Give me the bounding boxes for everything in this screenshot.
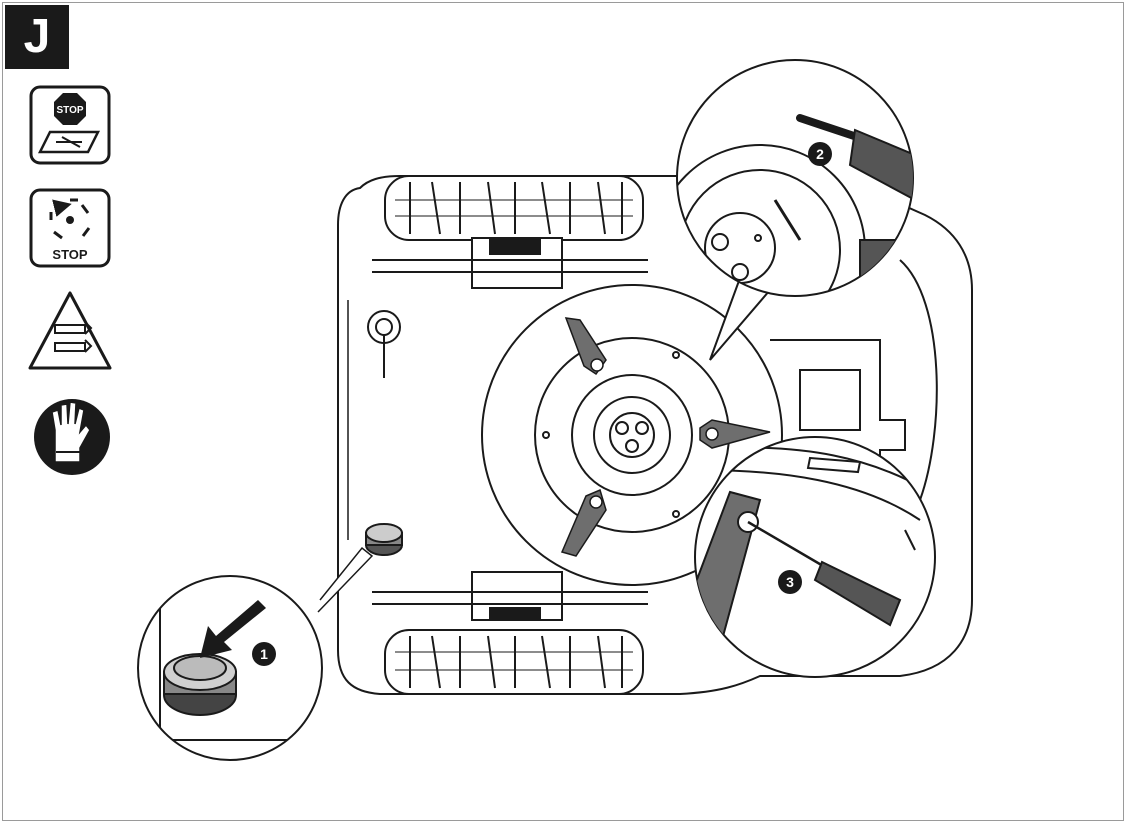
stop-rotating-blades-icon: STOP: [29, 188, 111, 268]
rear-chassis-detail: [770, 259, 938, 501]
callout-2: 2: [816, 146, 824, 162]
zoom-circle-stop-button: 1: [137, 546, 374, 761]
top-wheel: [372, 175, 648, 289]
stop-rotation-label: STOP: [52, 247, 87, 262]
callout-3: 3: [786, 574, 794, 590]
zoom-circle-blade-screw: 2: [676, 59, 914, 361]
section-badge: J: [5, 5, 69, 69]
height-adjust-knob: [367, 310, 401, 378]
gloves-icon: [34, 399, 110, 475]
blades: [560, 317, 771, 557]
stop-button: [365, 523, 403, 556]
zoom-circle-blade-removal: 3: [694, 436, 936, 678]
stop-manual-label: STOP: [56, 105, 83, 116]
bottom-wheel: [372, 571, 648, 695]
hand-cut-warning-icon: [28, 291, 112, 370]
callout-1: 1: [260, 646, 268, 662]
stop-read-manual-icon: STOP: [29, 85, 111, 165]
blade-right: [699, 419, 771, 449]
